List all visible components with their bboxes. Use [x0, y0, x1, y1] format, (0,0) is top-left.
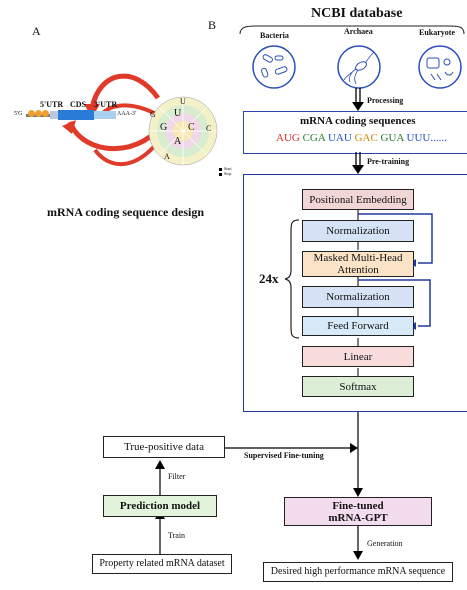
- codon-arrows: [62, 73, 161, 166]
- cap-bead-1: [28, 110, 35, 117]
- legend-start: Start: [224, 166, 232, 171]
- attention-box: Masked Multi-Head Attention: [302, 251, 414, 277]
- feed-forward-box: Feed Forward: [302, 316, 414, 336]
- five-prime-end: 5'G: [14, 111, 23, 117]
- output-box: Desired high performance mRNA sequence: [263, 562, 453, 582]
- codon-5: GUA: [380, 132, 404, 144]
- utr5-label: 5'UTR: [40, 100, 64, 109]
- codon-6: UUU: [406, 132, 431, 144]
- codon-wheel: [148, 96, 218, 166]
- wheel-letter-u-outer: U: [180, 97, 186, 106]
- cap-bead-3: [42, 110, 49, 117]
- filter-label: Filter: [168, 472, 186, 481]
- legend-stop: Stop: [224, 171, 232, 176]
- wheel-letter-u: U: [174, 108, 182, 119]
- organism-label-archaea: Archaea: [344, 27, 373, 36]
- linear-box: Linear: [302, 346, 414, 367]
- cds-label: CDS: [70, 100, 87, 109]
- panel-b-label: B: [208, 18, 217, 32]
- processing-arrow: [352, 88, 364, 111]
- utr5-segment: [50, 111, 58, 119]
- attention-line-2: Attention: [337, 264, 379, 276]
- wheel-letter-a-outer: A: [164, 152, 170, 161]
- three-prime-end: AAA-3': [117, 111, 137, 117]
- sequences-title: mRNA coding sequences: [300, 115, 416, 127]
- dataset-box: Property related mRNA dataset: [92, 554, 232, 574]
- codon-3: UAU: [327, 132, 352, 144]
- archaea-icon: [337, 45, 381, 89]
- finetuned-line-2: mRNA-GPT: [328, 511, 388, 524]
- eukaryote-icon: [418, 45, 462, 89]
- prediction-model-box: Prediction model: [103, 495, 217, 517]
- attention-line-1: Masked Multi-Head: [313, 252, 403, 264]
- organism-label-bacteria: Bacteria: [260, 31, 289, 40]
- cds-segment: [58, 110, 94, 120]
- wheel-letter-g-outer: G: [150, 110, 156, 119]
- legend-stop-marker: [219, 173, 222, 176]
- normalization-box-2: Normalization: [302, 286, 414, 308]
- wheel-letter-g: G: [160, 122, 168, 133]
- sequences-box: [243, 111, 467, 154]
- model-connectors: [357, 210, 433, 376]
- wheel-letter-c: C: [188, 122, 195, 133]
- database-title: NCBI database: [311, 6, 403, 21]
- wheel-letter-a: A: [174, 136, 182, 147]
- organism-label-eukaryote: Eukaryote: [419, 28, 455, 37]
- generation-label: Generation: [367, 539, 403, 548]
- bacteria-icon: [252, 45, 296, 89]
- utr3-segment: [94, 111, 116, 119]
- codon-2: CGA: [302, 132, 326, 144]
- model-frame: [243, 174, 467, 412]
- codon-4: GAC: [354, 132, 378, 144]
- repeat-label: 24x: [259, 271, 279, 286]
- positional-embedding-box: Positional Embedding: [302, 189, 414, 210]
- legend-start-marker: [219, 168, 222, 171]
- cap-bead-2: [35, 110, 42, 117]
- finetuned-box: Fine-tuned mRNA-GPT: [284, 497, 432, 526]
- softmax-box: Softmax: [302, 376, 414, 397]
- utr3-label: 3'UTR: [94, 100, 118, 109]
- normalization-box-1: Normalization: [302, 220, 414, 242]
- pretraining-label: Pre-training: [367, 157, 410, 166]
- panel-a-label: A: [32, 24, 41, 38]
- database-bracket: [239, 25, 465, 35]
- repeat-brace: [284, 219, 300, 339]
- supervised-label: Supervised Fine-tuning: [244, 451, 324, 460]
- true-positive-box: True-positive data: [103, 436, 225, 458]
- codon-ellipsis: ......: [430, 132, 447, 144]
- panel-a-caption: mRNA coding sequence design: [47, 205, 205, 219]
- finetuned-line-1: Fine-tuned: [332, 499, 384, 512]
- train-label: Train: [168, 531, 186, 540]
- wheel-letter-c-outer: C: [206, 124, 212, 133]
- codon-1: AUG: [276, 132, 300, 144]
- codon-sequence: AUG CGA UAU GAC GUA UUU......: [276, 132, 447, 144]
- processing-label: Processing: [367, 96, 404, 105]
- pretraining-arrow: [352, 152, 364, 174]
